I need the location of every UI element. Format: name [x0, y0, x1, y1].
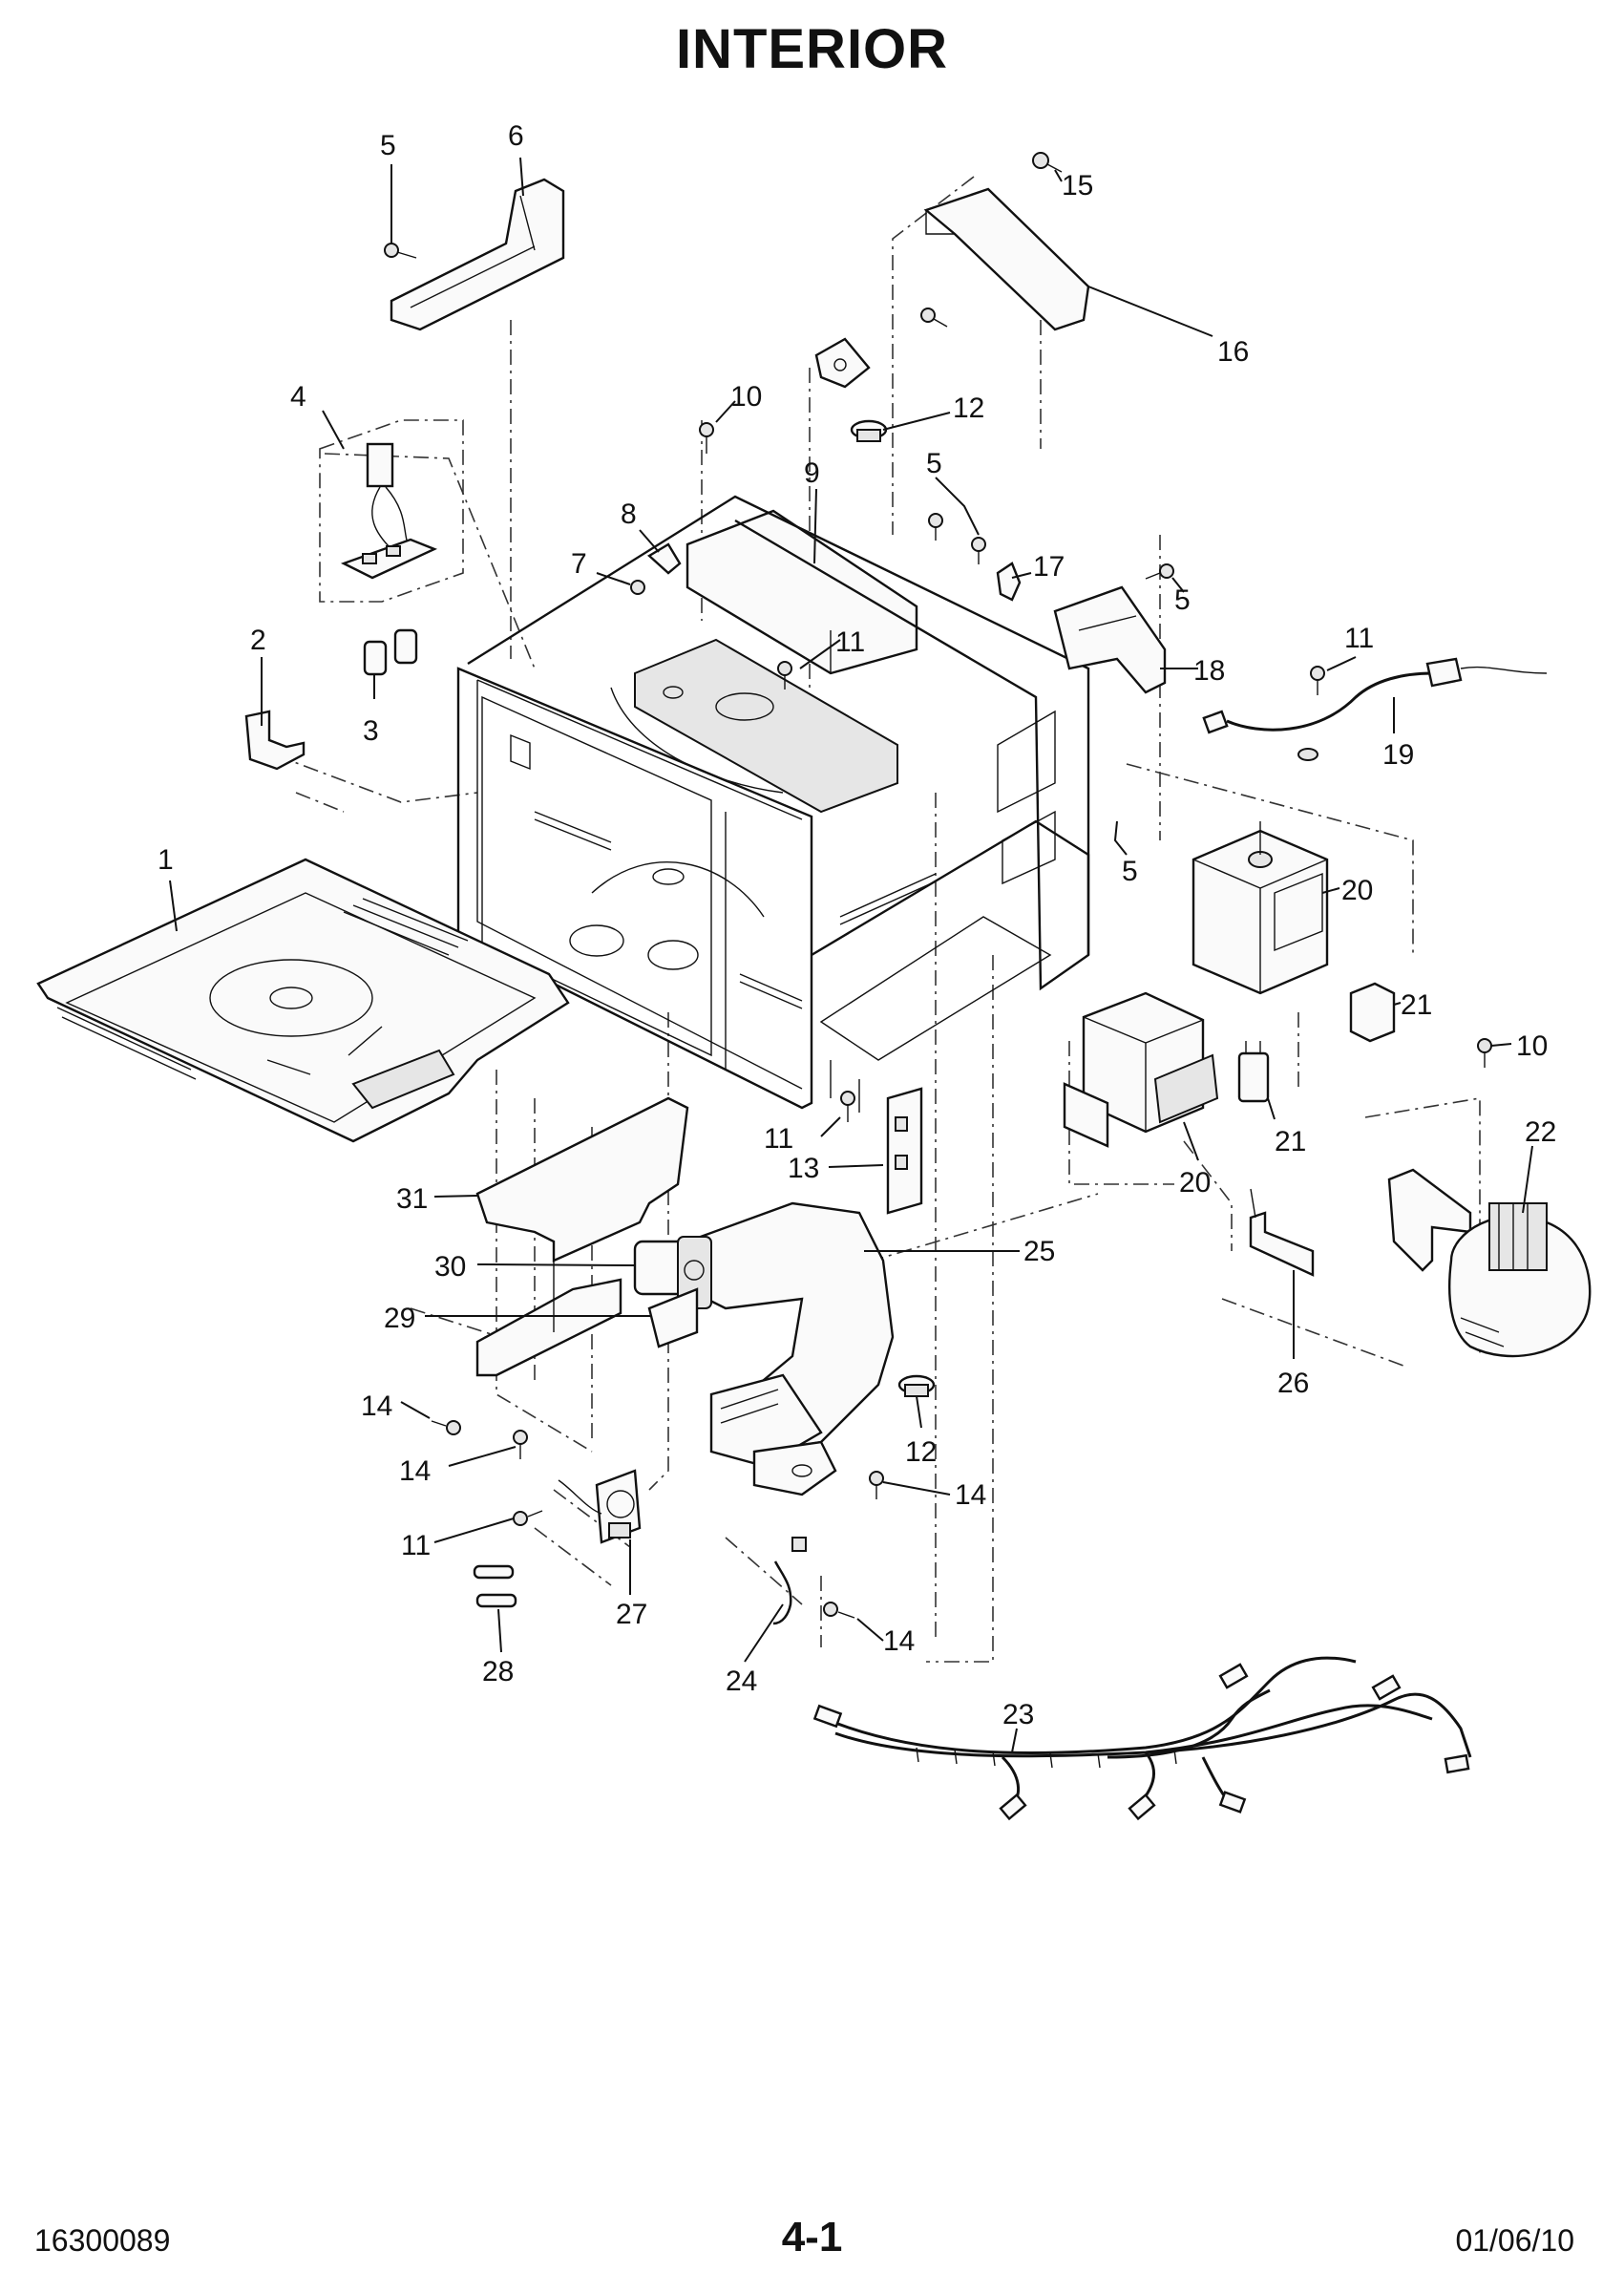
screw-5-right [1145, 563, 1174, 580]
callout-8: 8 [621, 499, 637, 530]
callout-5-right: 5 [1174, 584, 1191, 616]
callout-1: 1 [158, 844, 174, 876]
callout-12-lower: 12 [905, 1436, 937, 1468]
callout-15: 15 [1062, 170, 1093, 202]
part-2-latch [244, 710, 306, 771]
screw-5-pair [928, 513, 986, 564]
part-31-bracket [475, 1096, 689, 1377]
leader-lines [169, 157, 1533, 1753]
screw-11-cavity [777, 661, 792, 690]
callout-16: 16 [1217, 336, 1249, 368]
part-16-bracket [923, 187, 1090, 331]
callout-5-lower: 5 [1122, 856, 1138, 887]
callout-2: 2 [250, 625, 266, 656]
part-8-bracket [646, 542, 682, 575]
callout-labels: 5 6 15 16 4 10 12 9 5 8 7 17 5 2 11 11 1… [158, 120, 1556, 1730]
part-20-magnetron-upper [1192, 821, 1329, 995]
part-23-wire-harness [812, 1656, 1472, 1821]
callout-13: 13 [788, 1153, 819, 1184]
document-date: 01/06/10 [1455, 2223, 1574, 2258]
part-28-pins [473, 1564, 517, 1608]
callout-20-lower: 20 [1179, 1167, 1211, 1199]
callout-28: 28 [482, 1656, 514, 1687]
callout-5-top: 5 [380, 130, 396, 161]
part-19-power-cord [1202, 657, 1548, 761]
callout-18: 18 [1193, 655, 1225, 687]
callout-31: 31 [396, 1183, 428, 1215]
part-30-motor [633, 1236, 712, 1309]
part-27-sensor [558, 1469, 642, 1544]
screw-10-top [699, 422, 714, 454]
callout-14-b: 14 [399, 1455, 431, 1487]
callout-21-lower: 21 [1275, 1126, 1306, 1157]
screw-15 [1032, 152, 1063, 173]
callout-11-mid: 11 [764, 1123, 793, 1155]
screw-11-lower [513, 1510, 543, 1526]
callout-12-top: 12 [953, 393, 984, 424]
callout-27: 27 [616, 1599, 647, 1630]
callout-10-top: 10 [730, 381, 762, 413]
page-title: INTERIOR [675, 18, 949, 80]
callout-30: 30 [434, 1251, 466, 1283]
callout-5-mid: 5 [926, 448, 942, 479]
part-4-interlock-switch-assembly [319, 419, 464, 603]
part-6-bracket [390, 178, 565, 331]
callout-17: 17 [1033, 551, 1065, 583]
part-9-cover [685, 509, 918, 675]
screw-14-a [431, 1420, 461, 1435]
screw-11-mid [840, 1091, 855, 1122]
part-1-base-plate [36, 858, 570, 1143]
page-number: 4-1 [781, 2214, 843, 2260]
part-20-transformer-lower [1063, 991, 1219, 1148]
callout-6: 6 [508, 120, 524, 152]
callout-14-c: 14 [955, 1479, 986, 1511]
part-18-bracket [1053, 585, 1167, 694]
part-21-lower [1237, 1041, 1270, 1103]
part-3-microswitch [363, 628, 418, 676]
screw-10-right [1477, 1038, 1492, 1068]
callout-21-upper: 21 [1401, 989, 1432, 1021]
callout-23: 23 [1002, 1699, 1034, 1730]
screw-11-cord [1310, 666, 1325, 695]
part-12-thermostat-top [850, 419, 888, 442]
exploded-parts-diagram: 5 6 15 16 4 10 12 9 5 8 7 17 5 2 11 11 1… [36, 120, 1592, 1821]
callout-22: 22 [1525, 1116, 1556, 1148]
part-26-bracket [1249, 1188, 1315, 1277]
callout-26: 26 [1277, 1368, 1309, 1399]
callout-20-upper: 20 [1341, 875, 1373, 906]
callout-10-right: 10 [1516, 1030, 1548, 1062]
callout-24: 24 [726, 1666, 757, 1697]
callout-19: 19 [1382, 739, 1414, 771]
callout-7: 7 [571, 548, 587, 580]
part-21-upper [1349, 982, 1396, 1043]
part-13-board [886, 1087, 923, 1215]
callout-25: 25 [1023, 1236, 1055, 1267]
part-12-thermostat-lower [897, 1374, 936, 1397]
callout-9: 9 [804, 457, 820, 489]
part-24-wire [772, 1537, 807, 1625]
part-17-clip [996, 562, 1022, 602]
part-29-plate [647, 1287, 699, 1348]
callout-29: 29 [384, 1303, 415, 1334]
callout-14-d: 14 [883, 1625, 915, 1657]
callout-3: 3 [363, 715, 379, 747]
small-plate [814, 308, 948, 389]
screw-14-d [823, 1602, 855, 1619]
callout-11-lower: 11 [401, 1530, 431, 1561]
callout-11-cord: 11 [1344, 623, 1374, 654]
screw-14-c [869, 1471, 884, 1499]
callout-14-a: 14 [361, 1390, 392, 1422]
screw-14-b [513, 1430, 528, 1459]
part-25-waveguide [685, 1201, 895, 1496]
screw-5-top [384, 243, 417, 259]
part-22-fan-motor [1387, 1168, 1592, 1358]
main-cavity-frame [456, 495, 1090, 1113]
callout-4: 4 [290, 381, 306, 413]
document-number: 16300089 [34, 2223, 171, 2258]
callout-11-cavity: 11 [835, 626, 865, 658]
